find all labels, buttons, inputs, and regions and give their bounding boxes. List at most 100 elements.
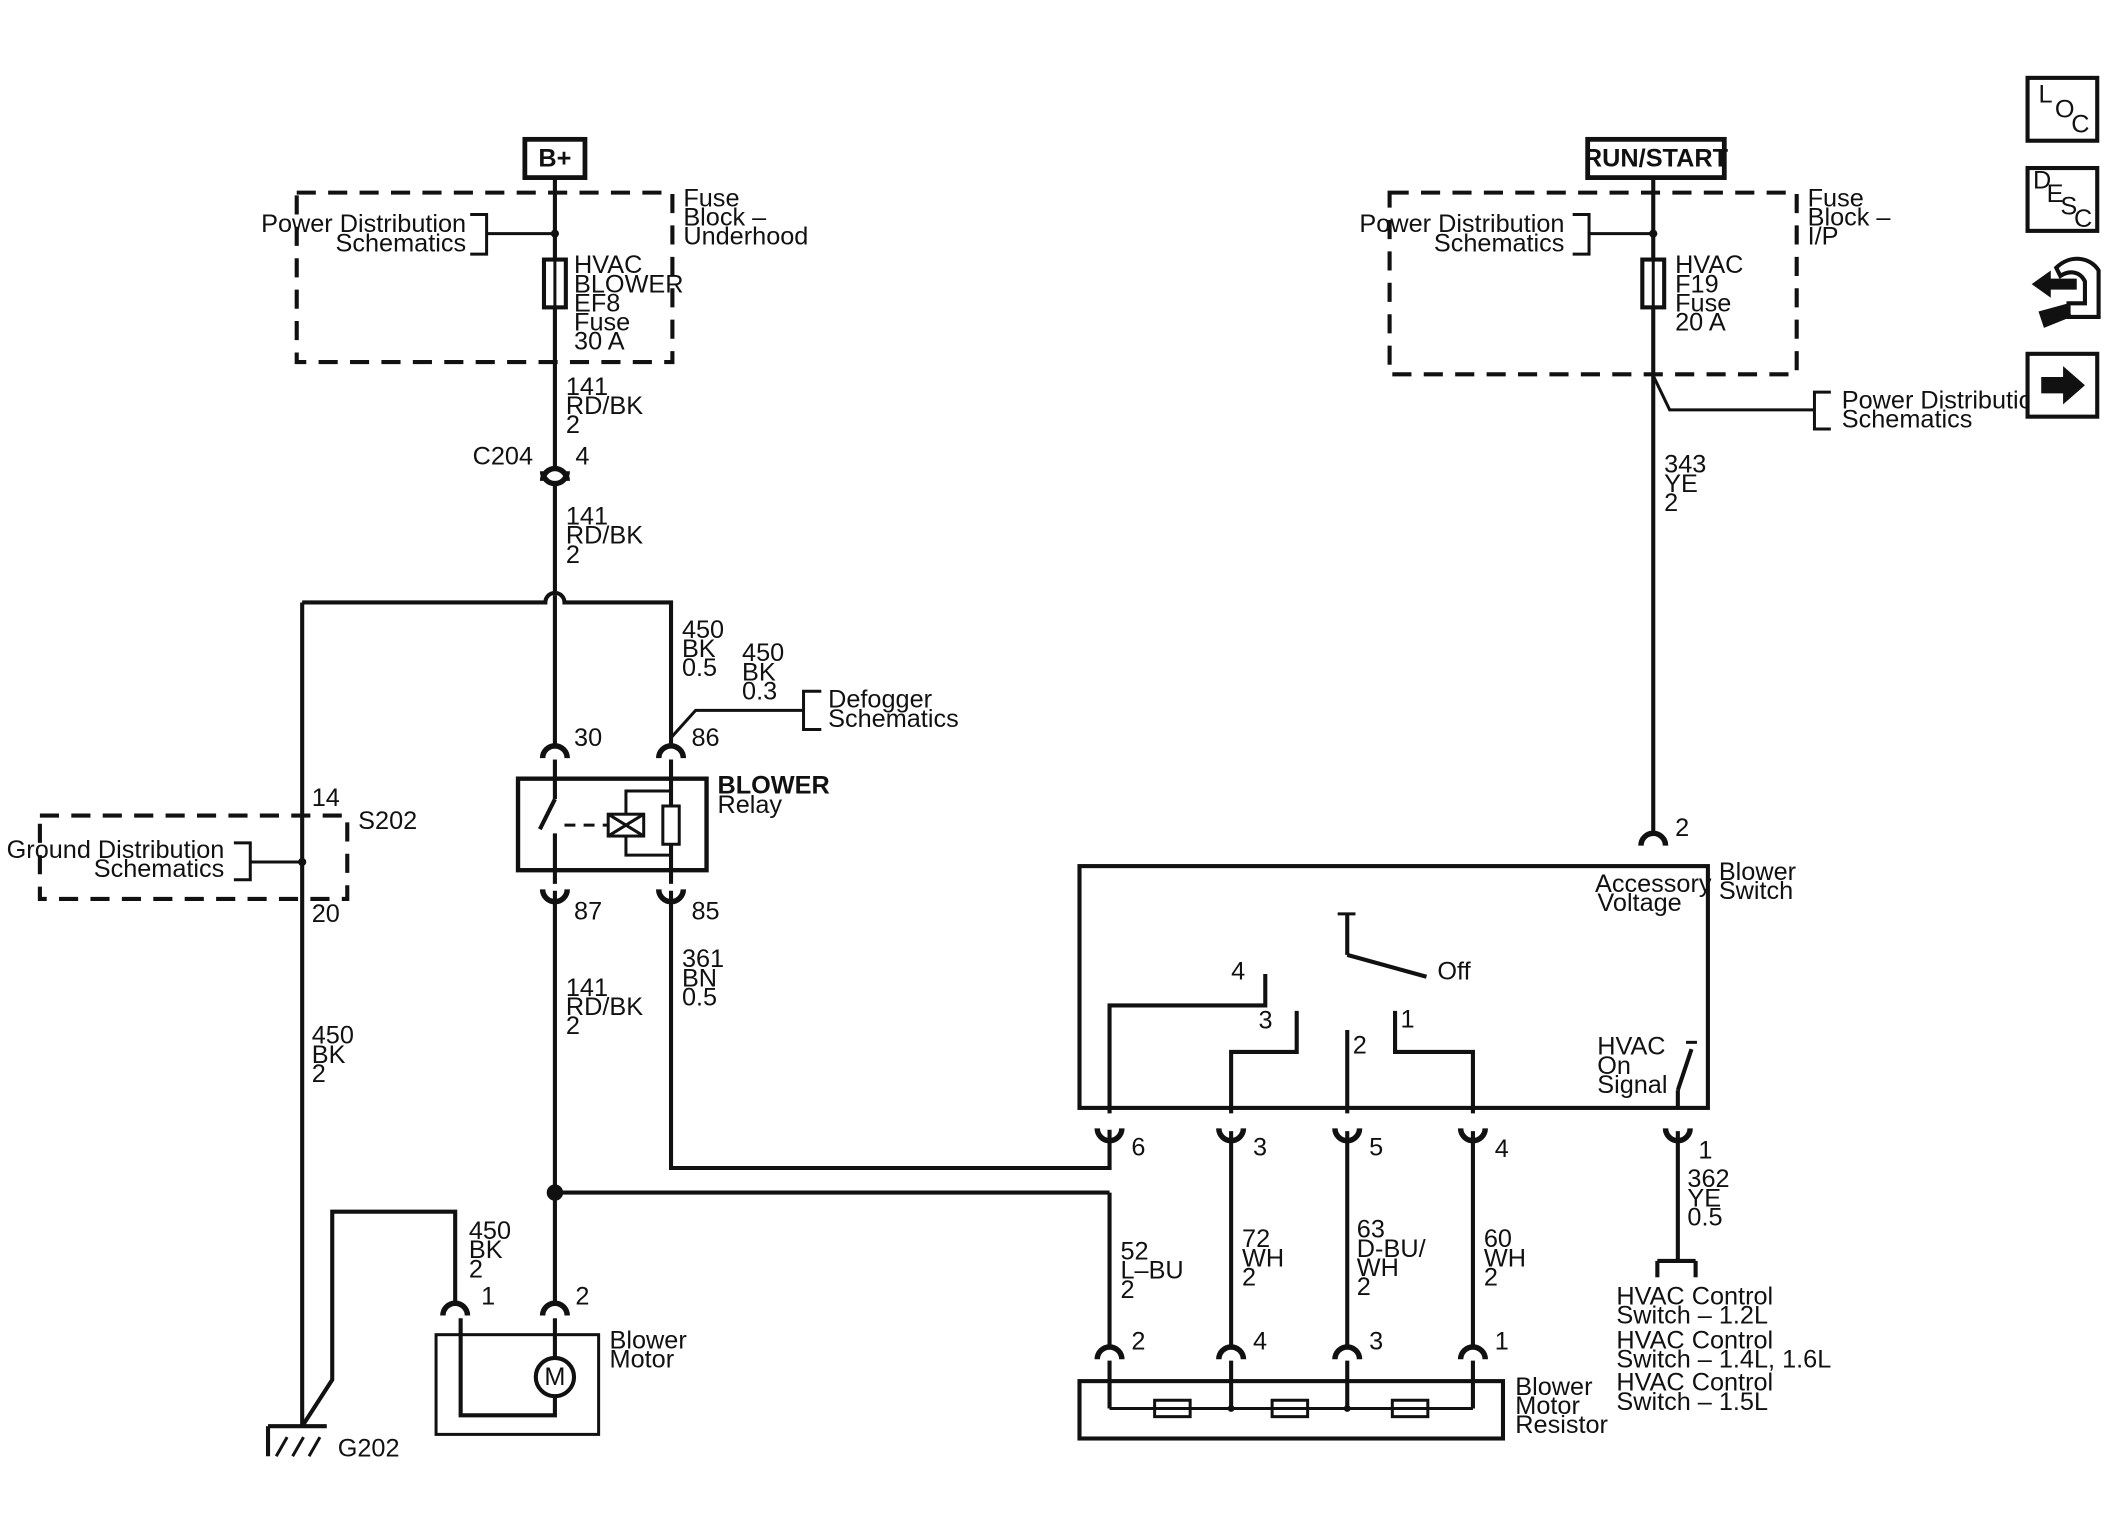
svg-text:BK: BK <box>742 658 776 686</box>
fuse-block-underhood: Fuse Block – Underhood <box>294 184 808 365</box>
svg-text:0.5: 0.5 <box>1687 1203 1722 1231</box>
switch-pin-1: 1 <box>1698 1136 1712 1164</box>
switch-pos-2: 2 <box>1353 1031 1367 1059</box>
svg-text:BN: BN <box>682 964 717 992</box>
wire-450-motor-label: 450 BK 2 <box>469 1217 511 1283</box>
hvac-control-2-line2: Switch – 1.4L, 1.6L <box>1616 1345 1831 1373</box>
runstart-source: RUN/START <box>1584 136 1729 180</box>
switch-pos-3: 3 <box>1258 1007 1272 1035</box>
hvac-control-3-line1: HVAC Control <box>1616 1369 1773 1397</box>
svg-text:YE: YE <box>1664 470 1698 498</box>
wire-141-top-label: 141 RD/BK 2 <box>566 373 643 439</box>
wire-141-mid-label: 141 RD/BK 2 <box>566 503 643 569</box>
wire-60-label: 60 WH 2 <box>1484 1225 1526 1291</box>
svg-text:2: 2 <box>566 1012 580 1040</box>
resistor-pin-2: 2 <box>1131 1328 1145 1356</box>
blower-relay: 30 86 BLOWER Relay 87 85 <box>515 724 830 925</box>
bplus-label: B+ <box>538 145 571 173</box>
relay-pin-87: 87 <box>574 897 602 925</box>
location-view-button[interactable]: L O C <box>2025 75 2100 143</box>
fuse-block-underhood-line1: Fuse <box>683 184 739 212</box>
svg-text:2: 2 <box>1484 1263 1498 1291</box>
svg-text:BK: BK <box>469 1236 503 1264</box>
svg-text:63: 63 <box>1357 1216 1385 1244</box>
svg-text:141: 141 <box>566 373 608 401</box>
switch-pos-4: 4 <box>1231 957 1245 985</box>
fuse-f19-line1: HVAC <box>1675 251 1743 279</box>
svg-text:S: S <box>2060 192 2077 220</box>
fuse-ef8-line3: EF8 <box>574 289 620 317</box>
relay-label-line2: Relay <box>717 791 782 819</box>
switch-pin-3: 3 <box>1253 1134 1267 1162</box>
pd-ref-right: Power Distribution Schematics <box>1651 375 2047 434</box>
blower-motor-resistor: 2 4 3 1 Blower Motor Resistor <box>1077 1328 1608 1441</box>
svg-text:72: 72 <box>1242 1225 1270 1253</box>
pd-ref-ip-line1: Power Distribution <box>1359 210 1564 238</box>
resistor-pin-1: 1 <box>1495 1328 1509 1356</box>
ground-g202: G202 <box>265 1424 400 1462</box>
svg-text:C: C <box>2074 205 2092 233</box>
svg-text:2: 2 <box>566 411 580 439</box>
svg-text:60: 60 <box>1484 1225 1512 1253</box>
svg-text:2: 2 <box>1664 489 1678 517</box>
ground-ref-line2: Schematics <box>94 855 225 883</box>
svg-text:WH: WH <box>1484 1244 1526 1272</box>
fuse-block-ip: Fuse Block – I/P <box>1387 184 1891 377</box>
svg-text:52: 52 <box>1120 1238 1148 1266</box>
hvac-control-2-line1: HVAC Control <box>1616 1326 1773 1354</box>
motor-pin-2: 2 <box>575 1283 589 1311</box>
relay-pin-30: 30 <box>574 724 602 752</box>
fuse-block-underhood-line3: Underhood <box>683 223 808 251</box>
switch-pin-5: 5 <box>1369 1134 1383 1162</box>
pd-ref-underhood: Power Distribution Schematics <box>261 210 560 257</box>
svg-text:E: E <box>2047 180 2064 208</box>
svg-text:450: 450 <box>469 1217 511 1245</box>
fuse-ef8-line4: Fuse <box>574 309 630 337</box>
svg-text:2: 2 <box>566 541 580 569</box>
pd-ref-underhood-line2: Schematics <box>336 229 467 257</box>
hvac-on-line1: HVAC <box>1597 1033 1665 1061</box>
svg-text:2: 2 <box>312 1060 326 1088</box>
bplus-source: B+ <box>522 136 588 180</box>
fuse-f19-line2: F19 <box>1675 270 1719 298</box>
fuse-f19-line3: Fuse <box>1675 289 1731 317</box>
svg-text:343: 343 <box>1664 451 1706 479</box>
defogger-ref-line1: Defogger <box>828 686 932 714</box>
motor-symbol: M <box>544 1363 565 1391</box>
resistor-pin-4: 4 <box>1253 1328 1267 1356</box>
resistor-pin-3: 3 <box>1369 1328 1383 1356</box>
svg-text:450: 450 <box>682 616 724 644</box>
blower-motor-label-line1: Blower <box>610 1326 687 1354</box>
svg-text:450: 450 <box>742 639 784 667</box>
hvac-control-switch-list: HVAC Control Switch – 1.2L HVAC Control … <box>1616 1283 1831 1416</box>
splice-s202: 14 S202 20 Ground Distribution Schematic… <box>7 784 418 928</box>
svg-text:WH: WH <box>1242 1244 1284 1272</box>
s202-pin-20: 20 <box>312 900 340 928</box>
resistor-label-line1: Blower <box>1515 1373 1592 1401</box>
wire-362-label: 362 YE 0.5 <box>1687 1165 1729 1231</box>
hvac-on-line3: Signal <box>1597 1071 1667 1099</box>
s202-pin-14: 14 <box>312 784 340 812</box>
fuse-ef8: HVAC BLOWER EF8 Fuse 30 A <box>541 251 684 356</box>
defogger-ref: Defogger Schematics <box>802 686 959 733</box>
description-view-button[interactable]: D E S C <box>2025 165 2100 233</box>
connector-c204: C204 4 <box>473 442 589 487</box>
wire-72-label: 72 WH 2 <box>1242 1225 1284 1291</box>
c204-pin: 4 <box>575 442 589 470</box>
wire-361-label: 361 BN 0.5 <box>682 945 724 1011</box>
switch-off-label: Off <box>1437 957 1471 985</box>
c204-label: C204 <box>473 442 533 470</box>
connector-end-view-icon[interactable] <box>2031 256 2101 328</box>
fuse-ef8-line2: BLOWER <box>574 270 684 298</box>
svg-text:BK: BK <box>312 1041 346 1069</box>
next-arrow-button[interactable] <box>2025 351 2100 419</box>
wire-343-label: 343 YE 2 <box>1664 451 1706 517</box>
hvac-control-3-line2: Switch – 1.5L <box>1616 1388 1768 1416</box>
resistor-label-line2: Motor <box>1515 1392 1580 1420</box>
svg-text:O: O <box>2055 95 2075 123</box>
svg-text:0.5: 0.5 <box>682 983 717 1011</box>
svg-text:WH: WH <box>1357 1254 1399 1282</box>
accessory-line1: Accessory <box>1595 870 1712 898</box>
blower-switch-label-line2: Switch <box>1719 877 1793 905</box>
